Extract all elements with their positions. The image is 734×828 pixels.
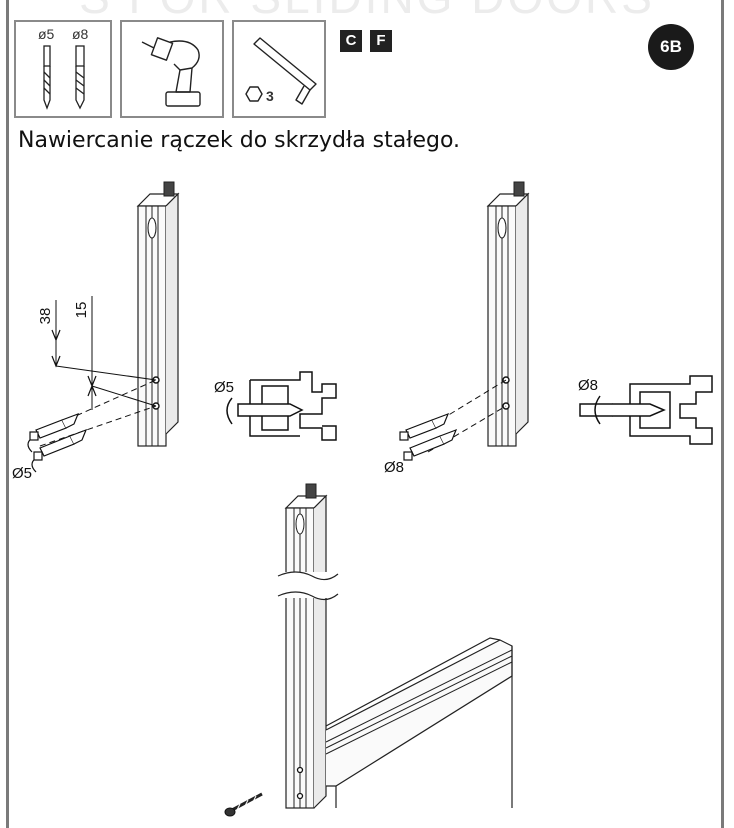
letter-badge-c: C <box>340 30 362 52</box>
bottom-frame-assembly <box>224 483 513 817</box>
drill-bit-5-label: ø5 <box>38 26 55 42</box>
instruction-title: Nawiercanie rączek do skrzydła stałego. <box>18 128 461 153</box>
right-section-view <box>579 375 713 445</box>
dimension-15-label: 15 <box>73 302 90 319</box>
dimension-38-label: 38 <box>37 308 54 325</box>
letter-badge-f: F <box>370 30 392 52</box>
drill-bits-tool-box: ø5 ø8 <box>14 20 112 118</box>
right-drill-bits <box>399 412 458 461</box>
right-section-diameter-label: Ø8 <box>578 377 598 394</box>
drill-bits-icon <box>43 45 85 110</box>
left-drill-bits <box>27 412 88 473</box>
left-section-diameter-label: Ø5 <box>214 379 234 396</box>
page-frame <box>6 0 724 828</box>
hex-key-tool-box: 3 <box>232 20 326 118</box>
hex-key-icon <box>245 37 317 105</box>
right-profile <box>487 181 529 447</box>
ghost-header-text: S FOR SLIDING DOORS <box>0 0 734 24</box>
drill-bit-8-label: ø8 <box>72 26 89 42</box>
left-drill-diameter-label: Ø5 <box>12 465 32 482</box>
right-drill-diameter-label: Ø8 <box>384 459 404 476</box>
cordless-drill-icon <box>141 37 201 107</box>
left-section-view <box>226 371 337 441</box>
hex-key-size-label: 3 <box>266 88 274 104</box>
cordless-drill-tool-box <box>120 20 224 118</box>
left-profile <box>137 181 179 447</box>
step-badge: 6B <box>648 24 694 70</box>
